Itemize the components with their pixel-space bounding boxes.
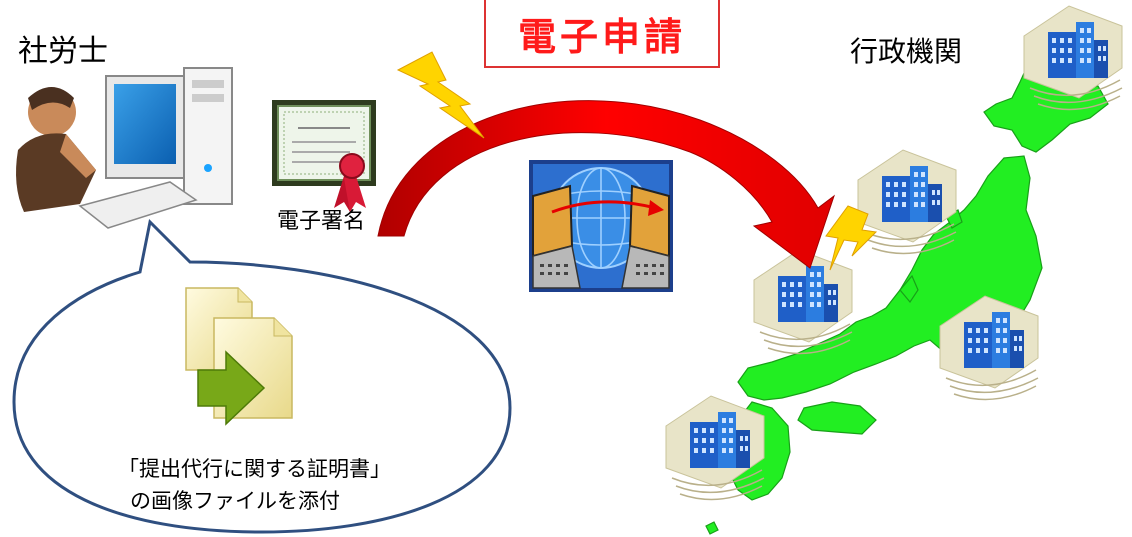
- gyousei-kikan-label: 行政機関: [850, 35, 963, 68]
- title-box: 電子申請: [484, 0, 720, 68]
- attachment-caption-line1: 「提出代行に関する証明書」: [118, 457, 391, 481]
- lightning-bolt-icon: [396, 51, 485, 139]
- certificate-with-ribbon-icon: [272, 100, 376, 212]
- attachment-caption-line2: の画像ファイルを添付: [130, 489, 340, 513]
- laptops-globe-network-icon: [529, 160, 673, 292]
- office-building-icon: [753, 249, 853, 355]
- electronic-signature-label: 電子署名: [277, 209, 366, 234]
- lightning-bolt-icon: [825, 205, 878, 271]
- person-at-computer-icon: [16, 67, 233, 229]
- transmission-arrow: [377, 100, 835, 269]
- sharoushi-label: 社労士: [18, 34, 108, 69]
- office-building-icon: [665, 395, 765, 501]
- title-electronic-application: 電子申請: [517, 14, 686, 59]
- office-building-icon: [857, 149, 957, 255]
- document-transfer-icon: [185, 287, 293, 426]
